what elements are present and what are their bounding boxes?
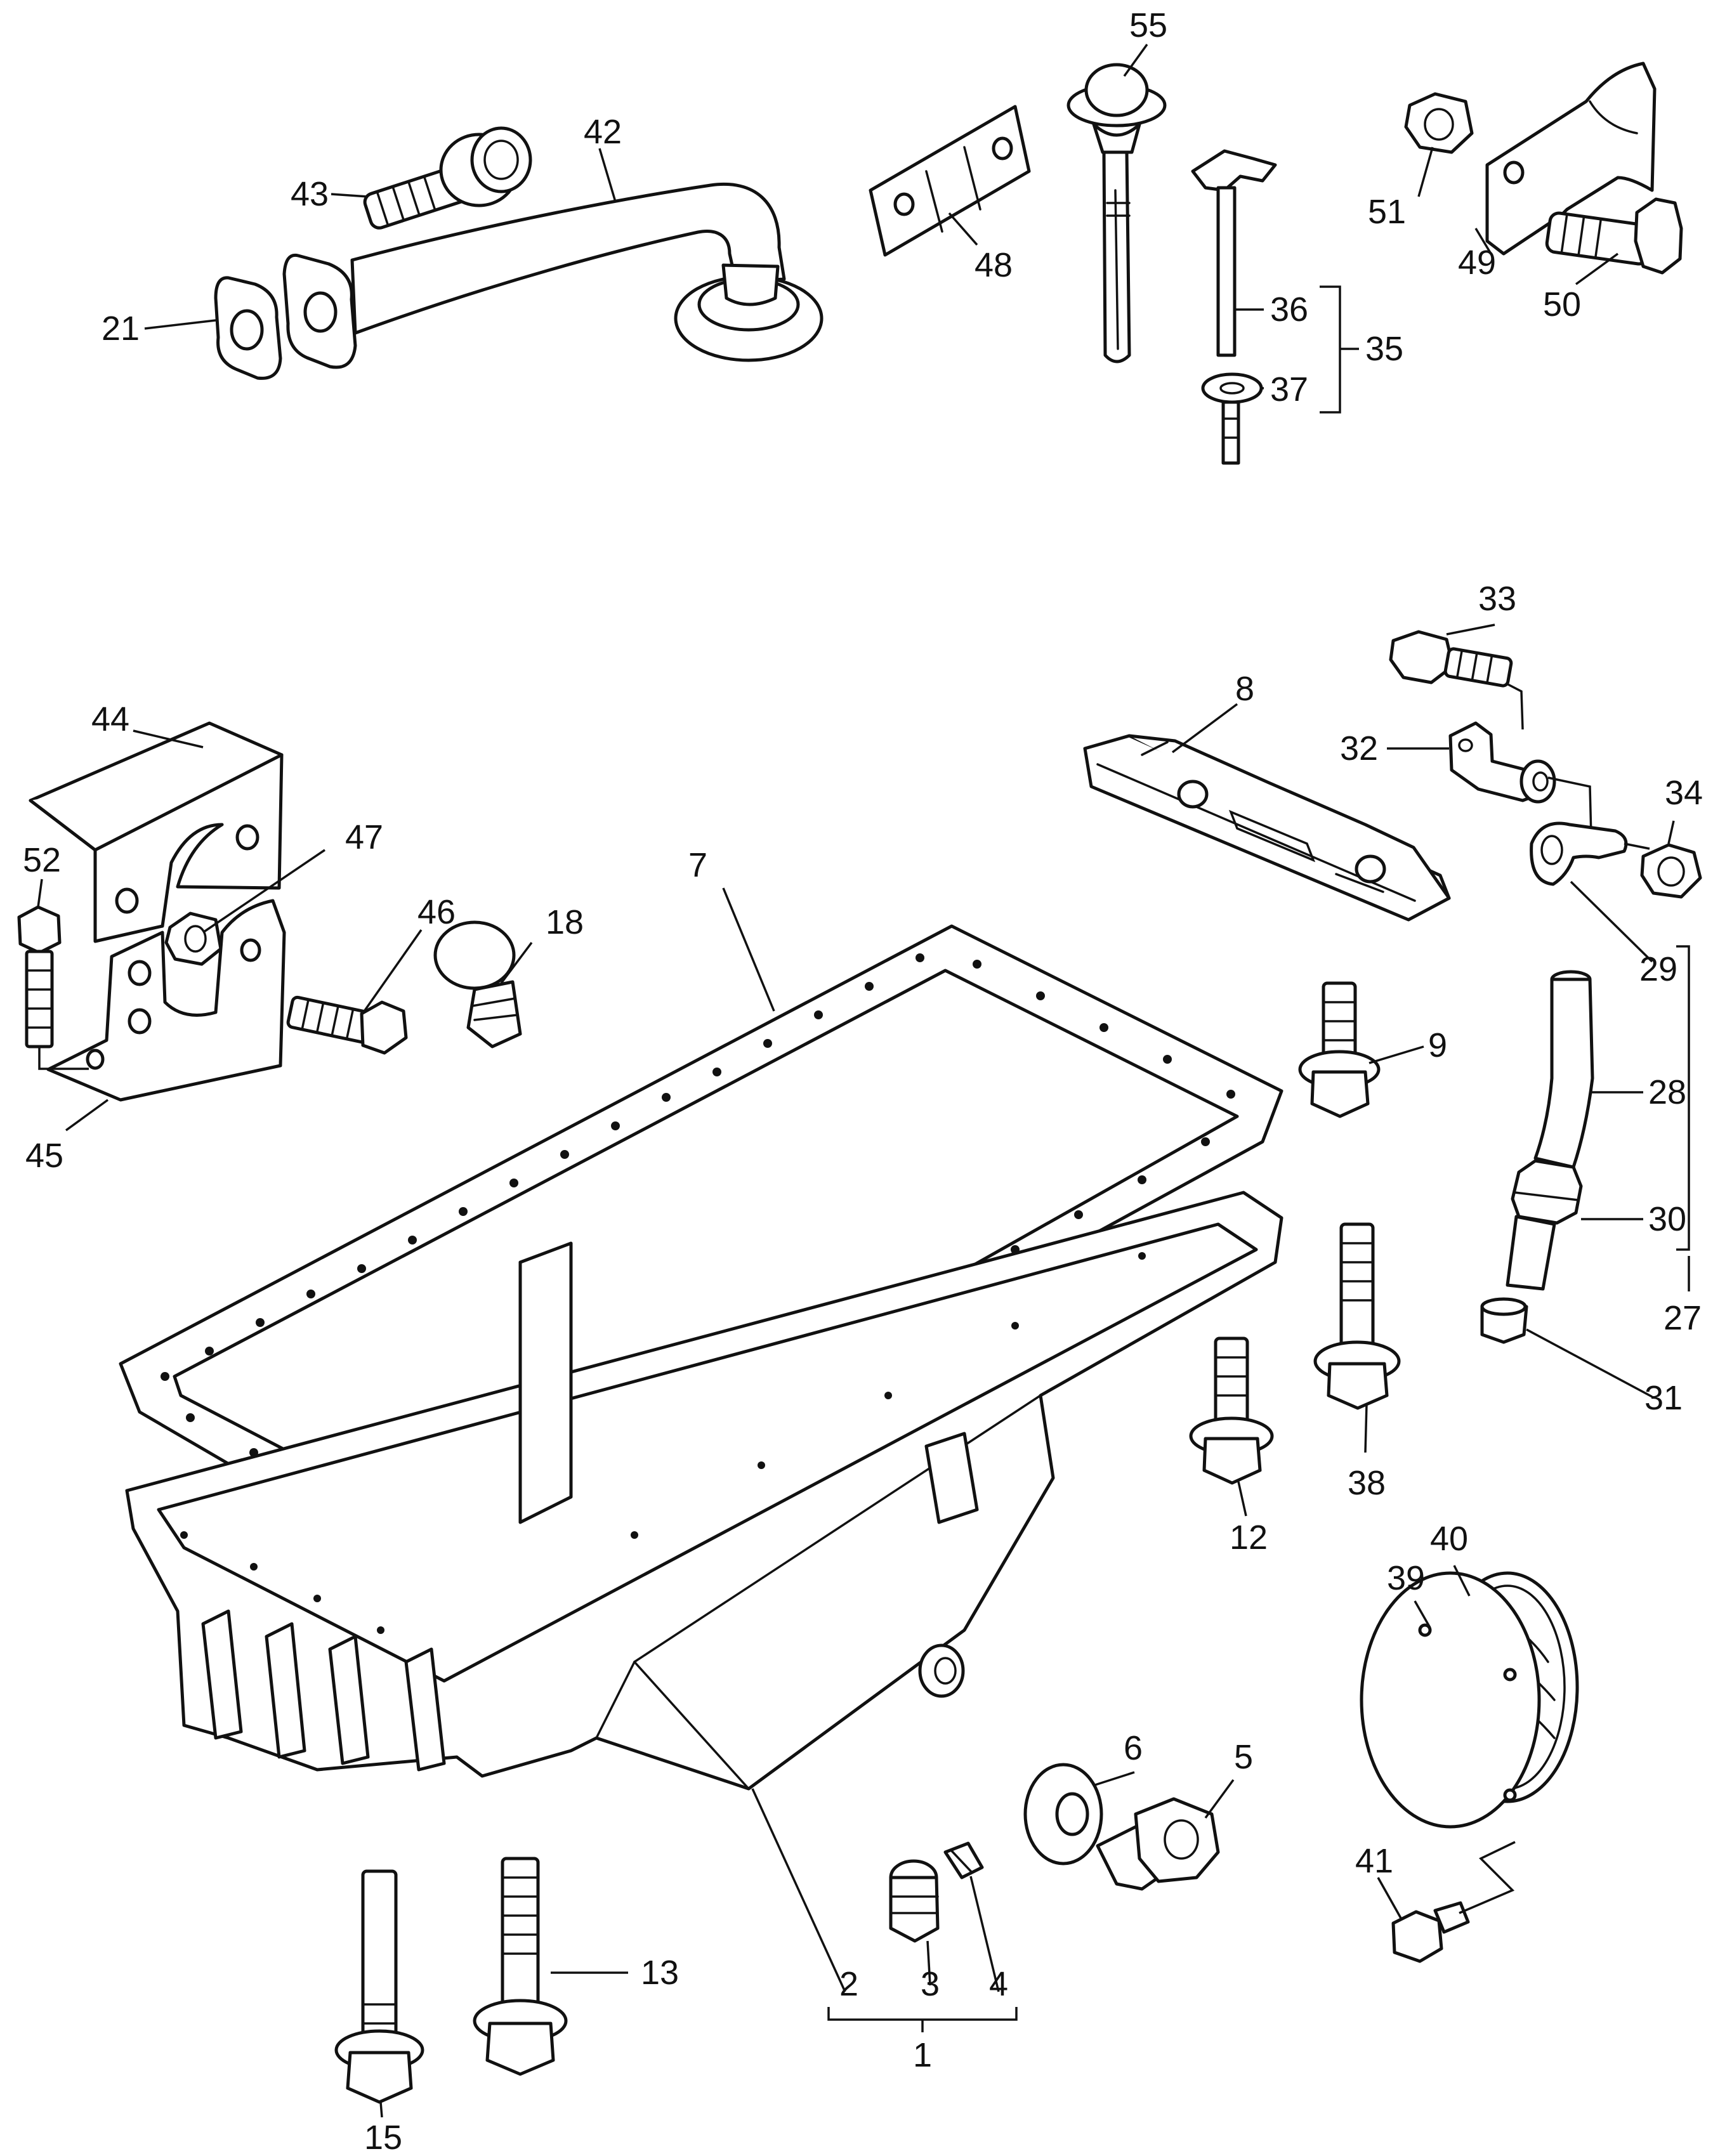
part-15-bolt xyxy=(334,1869,424,2104)
part-30-nut xyxy=(1506,1159,1583,1291)
label-27: 27 xyxy=(1664,1299,1702,1337)
label-42: 42 xyxy=(584,113,622,151)
callout-labels: 55 42 43 21 48 36 35 37 51 49 50 33 8 32… xyxy=(23,6,1703,2156)
part-50-bolt xyxy=(1545,197,1683,275)
part-12-bolt xyxy=(1189,1336,1274,1485)
part-4-set-screw xyxy=(943,1841,984,1879)
label-6: 6 xyxy=(1124,1729,1143,1767)
part-33-bolt xyxy=(1389,630,1524,730)
part-18-plug xyxy=(433,920,522,1049)
part-13-bolt xyxy=(473,1857,568,2076)
label-35: 35 xyxy=(1365,330,1403,368)
part-29-clamp xyxy=(1530,821,1650,886)
label-13: 13 xyxy=(641,1954,679,1992)
label-46: 46 xyxy=(417,893,456,931)
label-37: 37 xyxy=(1270,370,1308,408)
part-44-cover xyxy=(29,721,284,943)
label-28: 28 xyxy=(1648,1073,1686,1111)
label-48: 48 xyxy=(975,246,1013,284)
label-31: 31 xyxy=(1644,1379,1683,1417)
part-8-baffle-bracket xyxy=(1083,734,1451,922)
label-32: 32 xyxy=(1340,729,1378,768)
label-18: 18 xyxy=(546,903,584,941)
part-55-dipstick-guide xyxy=(1067,63,1167,363)
label-4: 4 xyxy=(989,1965,1008,2003)
part-39-cover xyxy=(1360,1571,1541,1829)
part-21-gasket xyxy=(214,276,282,380)
part-31-cap xyxy=(1480,1297,1528,1344)
label-2: 2 xyxy=(839,1965,858,2003)
label-49: 49 xyxy=(1458,244,1496,282)
label-34: 34 xyxy=(1665,774,1703,812)
label-45: 45 xyxy=(25,1137,63,1175)
part-5-drain-plug xyxy=(1096,1797,1220,1891)
part-36-dipstick xyxy=(1191,149,1277,465)
part-45-bracket xyxy=(46,899,286,1102)
label-40: 40 xyxy=(1430,1520,1468,1558)
label-51: 51 xyxy=(1368,193,1406,231)
label-12: 12 xyxy=(1230,1519,1268,1557)
part-34-nut xyxy=(1640,843,1702,899)
label-52: 52 xyxy=(23,841,61,879)
label-43: 43 xyxy=(291,175,329,213)
label-15: 15 xyxy=(364,2119,402,2156)
part-42-oil-pipe xyxy=(282,183,824,369)
label-7: 7 xyxy=(688,846,707,884)
part-41-bolt xyxy=(1391,1841,1516,1963)
part-48-plate xyxy=(869,105,1031,257)
leader-lines xyxy=(37,43,1690,2118)
label-47: 47 xyxy=(345,818,383,856)
part-47-nut xyxy=(164,911,223,966)
label-39: 39 xyxy=(1387,1559,1425,1597)
label-30: 30 xyxy=(1648,1200,1686,1238)
part-43-bolt xyxy=(363,126,532,230)
part-52-bolt xyxy=(17,905,89,1070)
label-8: 8 xyxy=(1235,670,1254,708)
part-6-washer xyxy=(1023,1763,1103,1865)
label-33: 33 xyxy=(1478,580,1516,618)
part-2-oil-pan xyxy=(125,1191,1283,1791)
label-5: 5 xyxy=(1234,1738,1253,1776)
label-29: 29 xyxy=(1639,950,1677,988)
label-3: 3 xyxy=(921,1965,940,2003)
part-9-bolt xyxy=(1298,981,1381,1118)
part-32-clip xyxy=(1448,721,1592,838)
part-38-bolt xyxy=(1313,1222,1401,1410)
label-55: 55 xyxy=(1129,6,1167,44)
label-38: 38 xyxy=(1348,1464,1386,1502)
part-3-plug xyxy=(889,1859,940,1943)
part-28-tube xyxy=(1533,970,1594,1169)
part-46-bolt xyxy=(286,995,408,1055)
label-50: 50 xyxy=(1543,285,1581,323)
label-36: 36 xyxy=(1270,291,1308,329)
label-21: 21 xyxy=(102,310,140,348)
label-41: 41 xyxy=(1355,1842,1393,1880)
part-51-nut xyxy=(1404,92,1474,154)
label-1: 1 xyxy=(913,2036,932,2074)
label-44: 44 xyxy=(91,700,129,738)
label-9: 9 xyxy=(1428,1026,1447,1064)
part-49-bracket xyxy=(1485,62,1657,256)
